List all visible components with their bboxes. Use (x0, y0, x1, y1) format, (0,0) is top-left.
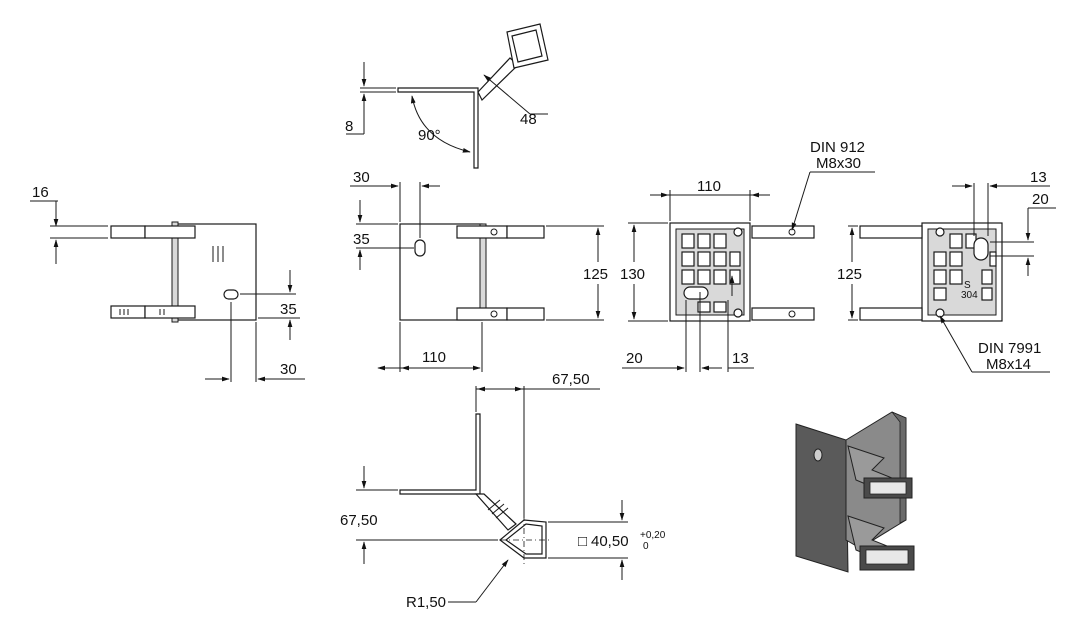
left-view-bracket-top-b (144, 225, 196, 239)
dim-back-110: 110 (697, 178, 721, 195)
square-symbol: □ (578, 533, 587, 550)
dim-right-20: 20 (1032, 191, 1049, 208)
dim-back-13: 13 (732, 350, 749, 367)
callout-din912-line1: DIN 912 (810, 139, 865, 156)
back-view-hole-bottom (733, 308, 743, 318)
iso-back-plate (795, 423, 849, 573)
front-view: 30 35 125 110 (350, 169, 608, 372)
back-view-rib-grid (681, 233, 741, 313)
dim-front-125: 125 (583, 266, 608, 283)
dim-bottom-67-left: 67,50 (340, 512, 378, 529)
right-view-slot (973, 237, 989, 261)
bottom-view-angle-profile (399, 413, 481, 495)
dim-back-130: 130 (620, 266, 645, 283)
dim-back-20: 20 (626, 350, 643, 367)
callout-din912-line2: M8x30 (816, 155, 861, 172)
left-view: 16 35 30 (30, 184, 305, 382)
dim-16: 16 (32, 184, 49, 201)
left-view-slot (223, 289, 239, 300)
right-view-rib-grid (933, 233, 997, 301)
front-view-bracket-top-a (456, 225, 508, 239)
top-view: 8 90° 48 (345, 23, 549, 169)
dim-tolerance-zero: 0 (643, 541, 649, 552)
dim-left-35: 35 (280, 301, 297, 318)
left-view-bracket-bottom-b (144, 305, 196, 319)
dim-48: 48 (520, 111, 537, 128)
front-view-bracket-bottom-b (506, 307, 545, 321)
dim-left-30: 30 (280, 361, 297, 378)
dim-tolerance-plus: +0,20 (640, 530, 666, 541)
dim-bottom-square: 40,50 (591, 533, 629, 550)
isometric-view (795, 411, 915, 573)
right-view-bracket-bottom (859, 307, 923, 321)
back-view-bracket-top (751, 225, 815, 239)
dim-8: 8 (345, 118, 353, 135)
right-view-hole-bottom (935, 308, 945, 318)
front-view-bolt-top (490, 228, 498, 236)
back-view-hole-top (733, 227, 743, 237)
back-view-bracket-bottom (751, 307, 815, 321)
top-view-arm (477, 57, 519, 102)
front-view-bracket-top-b (506, 225, 545, 239)
front-view-plate (399, 223, 483, 321)
dim-bottom-radius: R1,50 (406, 594, 446, 611)
left-view-bracket-top-a (110, 225, 146, 239)
front-view-bolt-bottom (490, 310, 498, 318)
mark-304: 304 (961, 290, 978, 301)
right-view-hole-top (935, 227, 945, 237)
bottom-view-arm (474, 493, 517, 531)
dim-right-125: 125 (837, 266, 862, 283)
iso-hole (813, 448, 823, 462)
dim-bottom-67-top: 67,50 (552, 371, 590, 388)
dim-front-35: 35 (353, 231, 370, 248)
dim-front-110: 110 (422, 349, 446, 366)
callout-din7991-line2: M8x14 (986, 356, 1031, 373)
mark-s: S (964, 280, 971, 291)
bottom-view: 67,50 67,50 □ 40,50 +0,20 0 R1,50 (340, 371, 666, 611)
back-view: 110 130 20 13 DIN 912 M8x30 (620, 139, 875, 372)
front-view-bracket-bottom-a (456, 307, 508, 321)
right-view: S 304 125 13 20 DIN 7991 M8x14 (837, 169, 1056, 373)
callout-din7991-line1: DIN 7991 (978, 340, 1041, 357)
back-view-slot (683, 286, 709, 300)
dim-right-13: 13 (1030, 169, 1047, 186)
dim-front-30: 30 (353, 169, 370, 186)
top-view-square-inner (511, 29, 543, 63)
dim-90-deg: 90° (418, 127, 441, 144)
top-view-angle-profile (397, 87, 479, 169)
left-view-plate (173, 223, 257, 321)
right-view-bracket-top (859, 225, 923, 239)
front-view-slot (414, 239, 426, 257)
